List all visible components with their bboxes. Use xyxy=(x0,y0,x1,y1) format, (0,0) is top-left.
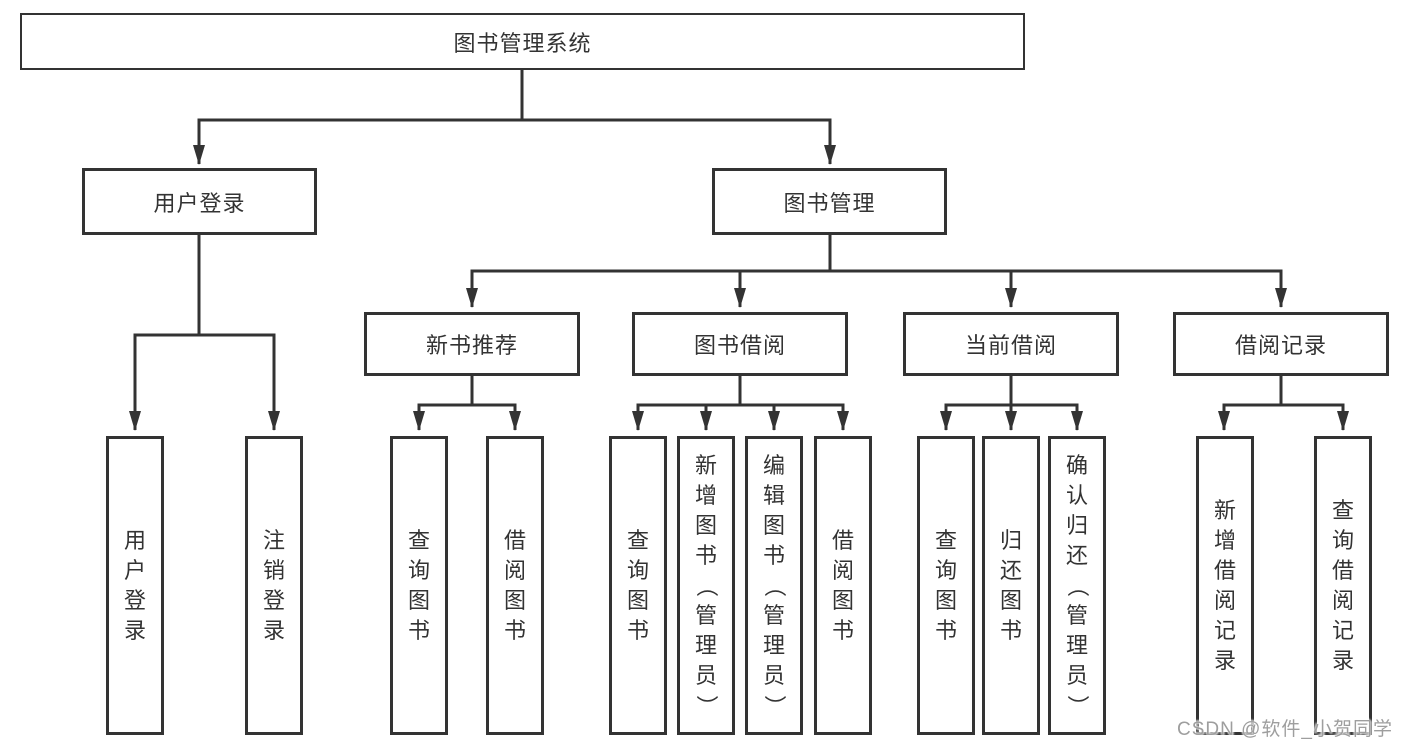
leaf-borrow-books: 借阅图书 xyxy=(814,436,872,735)
leaf-user-login: 用户登录 xyxy=(106,436,164,735)
leaf-query-books-recommend: 查询图书 xyxy=(390,436,448,735)
node-user-login-label: 用户登录 xyxy=(153,190,246,216)
node-root: 图书管理系统 xyxy=(20,13,1025,70)
leaf-query-books-current-label: 查询图书 xyxy=(934,527,957,643)
leaf-add-book-admin: 新增图书（管理员） xyxy=(677,436,735,735)
leaf-logout-label: 注销登录 xyxy=(262,527,285,643)
node-current-borrow-label: 当前借阅 xyxy=(964,333,1057,358)
leaf-return-book: 归还图书 xyxy=(982,436,1040,735)
leaf-edit-book-admin: 编辑图书（管理员） xyxy=(745,436,803,735)
node-root-label: 图书管理系统 xyxy=(453,30,592,56)
leaf-query-borrow-record: 查询借阅记录 xyxy=(1314,436,1372,735)
node-new-book-recommend: 新书推荐 xyxy=(364,312,580,376)
leaf-user-login-label: 用户登录 xyxy=(123,527,146,643)
leaf-add-book-admin-label: 新增图书（管理员） xyxy=(693,452,719,717)
node-current-borrow: 当前借阅 xyxy=(903,312,1119,376)
leaf-borrow-books-label: 借阅图书 xyxy=(831,527,854,643)
leaf-confirm-return-admin: 确认归还（管理员） xyxy=(1048,436,1106,735)
node-borrow-records-label: 借阅记录 xyxy=(1234,333,1327,358)
leaf-borrow-books-recommend: 借阅图书 xyxy=(486,436,544,735)
node-book-management: 图书管理 xyxy=(712,168,947,235)
leaf-query-borrow-record-label: 查询借阅记录 xyxy=(1331,497,1354,673)
node-book-borrow: 图书借阅 xyxy=(632,312,848,376)
leaf-confirm-return-admin-label: 确认归还（管理员） xyxy=(1064,452,1090,717)
node-user-login: 用户登录 xyxy=(82,168,317,235)
node-borrow-records: 借阅记录 xyxy=(1173,312,1389,376)
leaf-logout: 注销登录 xyxy=(245,436,303,735)
leaf-borrow-books-recommend-label: 借阅图书 xyxy=(503,527,526,643)
leaf-query-books-borrow-label: 查询图书 xyxy=(626,527,649,643)
watermark: CSDN @软件_小贺同学 xyxy=(1177,719,1393,740)
leaf-query-books-recommend-label: 查询图书 xyxy=(407,527,430,643)
node-book-management-label: 图书管理 xyxy=(783,190,876,216)
leaf-query-books-borrow: 查询图书 xyxy=(609,436,667,735)
leaf-query-books-current: 查询图书 xyxy=(917,436,975,735)
leaf-add-borrow-record-label: 新增借阅记录 xyxy=(1213,497,1236,673)
leaf-return-book-label: 归还图书 xyxy=(999,527,1022,643)
leaf-edit-book-admin-label: 编辑图书（管理员） xyxy=(761,452,787,717)
leaf-add-borrow-record: 新增借阅记录 xyxy=(1196,436,1254,735)
node-book-borrow-label: 图书借阅 xyxy=(693,333,786,358)
node-new-book-recommend-label: 新书推荐 xyxy=(425,333,518,358)
